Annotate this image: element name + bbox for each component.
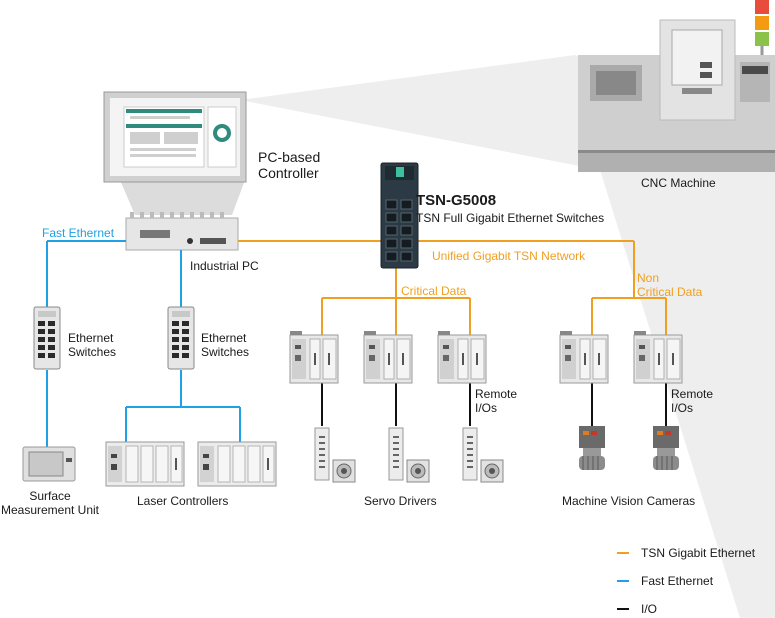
tsn-network-label: Unified Gigabit TSN Network bbox=[432, 249, 586, 263]
servo-drivers-label: Servo Drivers bbox=[364, 494, 437, 508]
surface-unit-label: Surface Measurement Unit bbox=[0, 489, 100, 517]
servo-driver-3 bbox=[462, 427, 478, 481]
io-module-5 bbox=[633, 330, 683, 384]
tsn-lines bbox=[238, 240, 667, 335]
io-module-3 bbox=[437, 330, 487, 384]
ethernet-switches-label-1: Ethernet Switches bbox=[68, 331, 117, 359]
pc-monitor-illustration bbox=[103, 91, 247, 215]
surface-measurement-unit-illustration bbox=[22, 446, 76, 482]
io-lines bbox=[321, 383, 667, 426]
industrial-pc-label: Industrial PC bbox=[190, 259, 259, 273]
servo-motor-2 bbox=[406, 459, 430, 483]
laser-controller-1 bbox=[105, 441, 185, 487]
switch-model-label: TSN-G5008 bbox=[416, 192, 497, 209]
servo-motor-3 bbox=[480, 459, 504, 483]
vision-camera-1 bbox=[578, 425, 606, 471]
io-module-4 bbox=[559, 330, 609, 384]
laser-controllers-label: Laser Controllers bbox=[137, 494, 229, 508]
remote-ios-label-1: Remote I/Os bbox=[475, 387, 518, 415]
cnc-perspective-shade bbox=[240, 55, 775, 618]
ethernet-switch-1 bbox=[33, 306, 61, 370]
vision-camera-2 bbox=[652, 425, 680, 471]
vision-cameras-label: Machine Vision Cameras bbox=[562, 494, 696, 508]
tsn-g5008-switch bbox=[380, 162, 419, 269]
industrial-pc-illustration bbox=[125, 212, 239, 251]
ethernet-switch-2 bbox=[167, 306, 195, 370]
fast-ethernet-lines bbox=[46, 240, 241, 447]
fast-ethernet-label: Fast Ethernet bbox=[42, 226, 115, 240]
servo-driver-2 bbox=[388, 427, 404, 481]
remote-ios-label-2: Remote I/Os bbox=[671, 387, 714, 415]
ethernet-switches-label-2: Ethernet Switches bbox=[201, 331, 250, 359]
switch-desc-label: TSN Full Gigabit Ethernet Switches bbox=[416, 211, 605, 225]
servo-driver-1 bbox=[314, 427, 330, 481]
non-critical-data-label: Non Critical Data bbox=[637, 271, 703, 299]
legend-label-fast: Fast Ethernet bbox=[641, 574, 714, 588]
critical-data-label: Critical Data bbox=[401, 284, 467, 298]
io-module-2 bbox=[363, 330, 413, 384]
legend-label-io: I/O bbox=[641, 602, 658, 616]
pc-controller-label: PC-based Controller bbox=[258, 149, 321, 181]
cnc-machine-label: CNC Machine bbox=[641, 176, 716, 190]
servo-motor-1 bbox=[332, 459, 356, 483]
legend-label-tsn: TSN Gigabit Ethernet bbox=[641, 546, 756, 560]
cnc-machine-illustration bbox=[578, 0, 775, 172]
io-module-1 bbox=[289, 330, 339, 384]
laser-controller-2 bbox=[197, 441, 277, 487]
